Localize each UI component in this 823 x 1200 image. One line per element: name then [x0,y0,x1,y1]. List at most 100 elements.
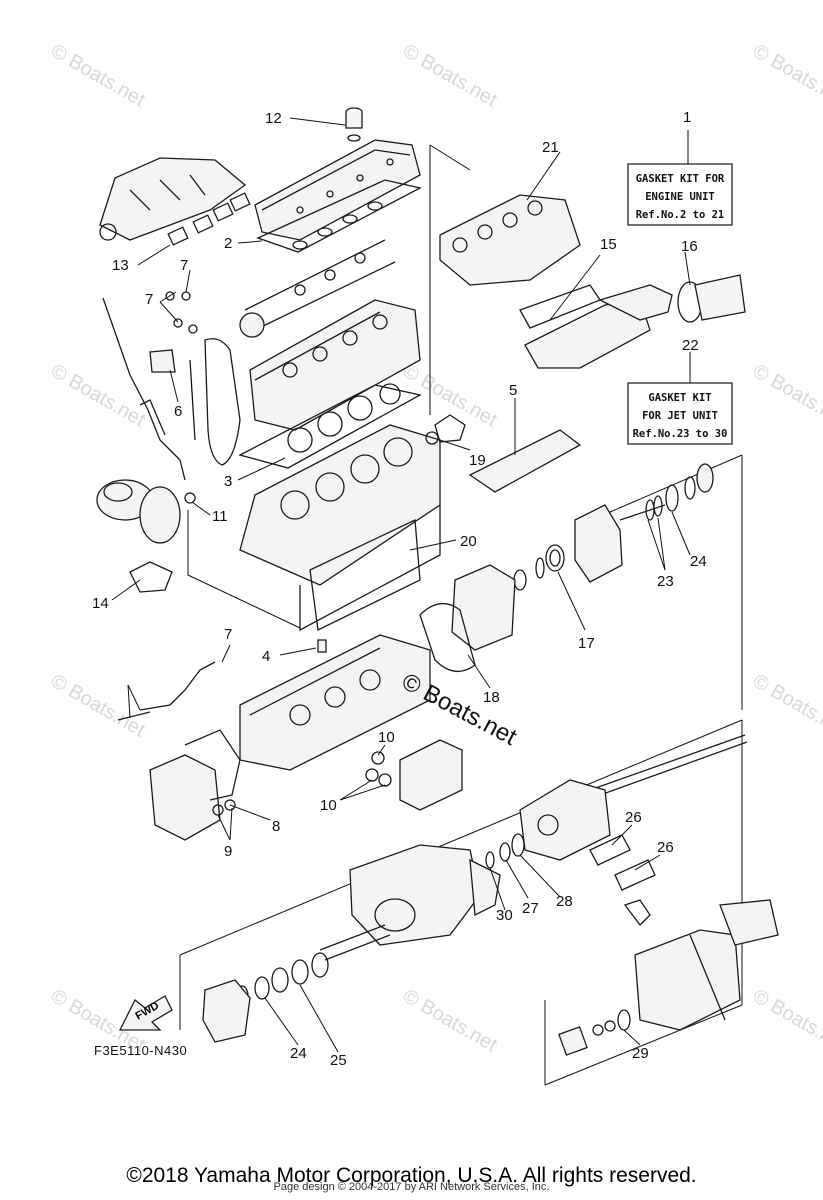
part-number: 6 [174,403,182,420]
jet-kit-box: GASKET KIT FOR JET UNIT Ref.No.23 to 30 [627,382,733,445]
shaft-seal-17 [545,544,565,572]
part-number: 17 [578,635,595,652]
intercooler [524,299,651,369]
thermostat-housing [434,414,466,443]
part-number: 2 [224,235,232,252]
part-number: 13 [112,257,129,274]
group-line [179,719,743,956]
part-number: 19 [469,452,486,469]
copyright-text: ©2018 Yamaha Motor Corporation, U.S.A. A… [126,1164,697,1187]
bearing-24 [665,484,679,512]
cylinder-head [249,299,421,431]
part-number: 25 [330,1052,347,1069]
part-number: 3 [224,473,232,490]
part-number: 7 [180,257,188,274]
engine-kit-line: ENGINE UNIT [645,191,715,203]
fwd-arrow: FWD [118,995,173,1031]
impeller-shaft [319,924,391,961]
engine-kit-line: Ref.No.2 to 21 [636,209,725,221]
part-number: 21 [542,139,559,156]
seal-27 [499,842,511,862]
oil-seals-23 [645,495,663,521]
chain-guide [189,359,196,441]
throttle-body [677,274,746,323]
part-number: 12 [265,110,282,127]
dipstick-tube [139,399,166,436]
bracket [623,899,651,926]
side-cover-gasket [309,519,421,631]
jet-housing [519,779,611,861]
group-line [187,510,301,629]
part-number: 7 [145,291,153,308]
o-ring-30 [485,851,495,869]
intake-manifold [439,194,581,286]
o-ring-11 [184,492,196,504]
part-labels: 1 2 3 4 5 6 7 7 7 8 9 10 10 11 12 13 14 … [92,109,707,1069]
nozzle-assembly [634,899,779,1031]
part-number: 14 [92,595,109,612]
part-number: 24 [290,1045,307,1062]
cap-housing [202,979,251,1043]
jet-kit-line: GASKET KIT [648,392,711,404]
group-line [429,144,471,171]
dowel-pin [317,639,327,653]
part-number: 1 [683,109,691,126]
part-number: 26 [657,839,674,856]
part-number: 28 [556,893,573,910]
dipstick [102,297,186,481]
part-number: 22 [682,337,699,354]
snap-ring [535,557,545,579]
page-design-credit: Page design © 2004-2017 by ARI Network S… [273,1181,550,1193]
part-number: 5 [509,382,517,399]
drive-coupler [574,504,666,583]
valve-cover [254,107,421,241]
seals-26 [589,834,656,891]
group-line [544,1004,743,1086]
part-number: 30 [496,907,513,924]
part-number: 8 [272,818,280,835]
snap-ring [684,476,696,500]
figure-code: F3E5110-N430 [94,1043,188,1058]
part-number: 7 [224,626,232,643]
part-number: 16 [681,238,698,255]
timing-chain [204,338,241,466]
part-number: 9 [224,843,232,860]
part-number: 18 [483,689,500,706]
seal-28 [511,833,525,857]
cover-gasket [256,179,422,253]
air-duct [598,284,673,321]
turbocharger [96,479,181,544]
collar [513,569,527,591]
part-number: 10 [378,729,395,746]
part-number: 24 [690,553,707,570]
pump-body [349,844,481,946]
part-number: 15 [600,236,617,253]
jet-kit-line: FOR JET UNIT [642,410,718,422]
bearing [696,463,714,493]
plug-seals [292,201,383,250]
leader-lines [111,117,691,1053]
oil-hose [139,661,216,711]
cylinder-block [239,424,441,632]
drive-shaft [589,734,748,799]
jet-kit-line: Ref.No.23 to 30 [633,428,728,440]
generator-cover [149,729,241,841]
hose-fittings [149,291,198,373]
part-number: 10 [320,797,337,814]
part-number: 23 [657,573,674,590]
turbo-gasket [129,561,173,593]
intermediate-housing [451,564,516,651]
part-number: 27 [522,900,539,917]
engine-kit-box: GASKET KIT FOR ENGINE UNIT Ref.No.2 to 2… [627,163,733,226]
oil-hose [117,711,151,721]
part-number: 29 [632,1045,649,1062]
oil-strainer-cover [468,429,582,493]
manifold-gaskets [167,192,251,246]
camshafts [239,239,396,338]
part-number: 11 [212,508,228,525]
engine-kit-line: GASKET KIT FOR [636,173,725,185]
exhaust-manifold [99,157,247,241]
thermostat-seal [425,431,439,445]
part-number: 26 [625,809,642,826]
